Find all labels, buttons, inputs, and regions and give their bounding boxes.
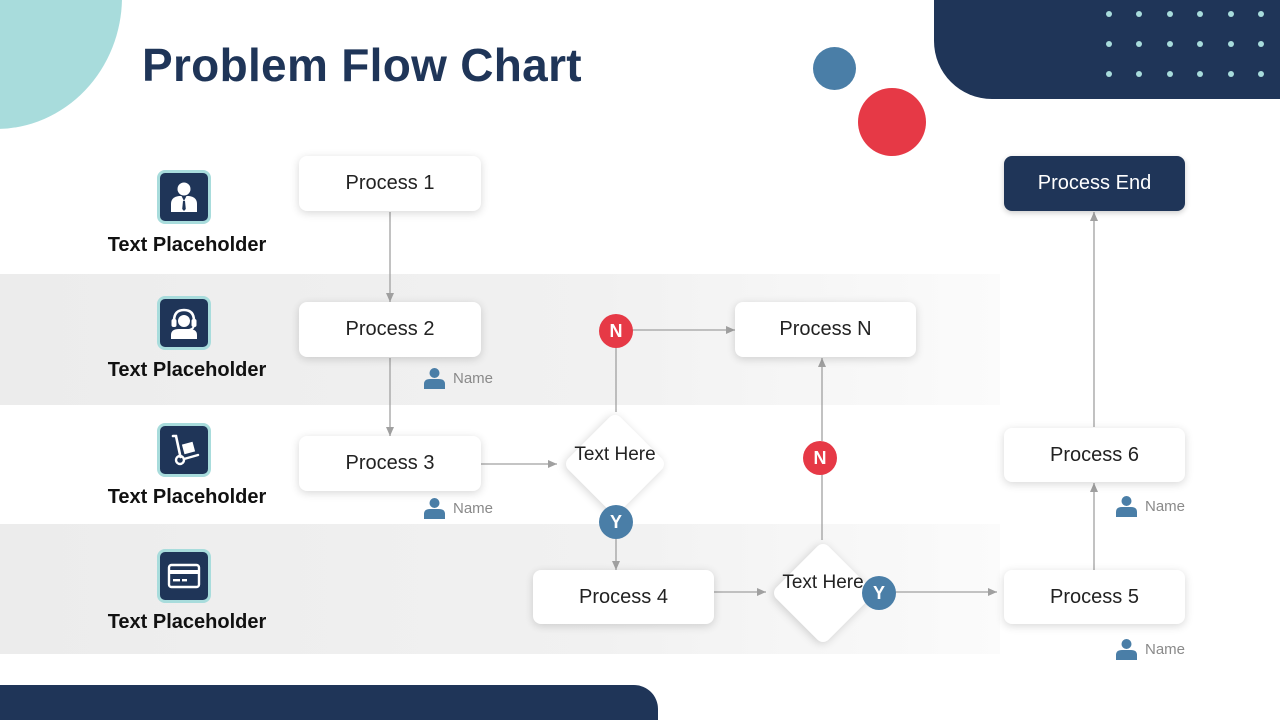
owner-tag-process-6: Name [1116, 495, 1185, 517]
lane-label-3: Text Placeholder [107, 486, 267, 508]
owner-tag-process-2: Name [424, 367, 493, 389]
decorative-red-circle [858, 88, 926, 156]
decorative-dot [1166, 41, 1173, 47]
decorative-dot [1166, 71, 1173, 77]
businessman-icon [157, 170, 211, 224]
owner-name: Name [453, 369, 494, 387]
decorative-dot [1197, 11, 1204, 17]
process-5-box: Process 5 [1004, 570, 1185, 624]
decorative-dot [1227, 11, 1234, 17]
decision-1-text: Text Here [574, 444, 656, 465]
decorative-dot [1136, 71, 1143, 77]
decorative-dot [1227, 71, 1234, 77]
decorative-dot [1136, 41, 1143, 47]
lane-label-2: Text Placeholder [107, 359, 267, 381]
decision-1-no-badge: N [599, 314, 633, 348]
decorative-dot [1197, 41, 1204, 47]
process-2-box: Process 2 [299, 302, 481, 357]
decorative-dot [1258, 71, 1264, 77]
process-6-box: Process 6 [1004, 428, 1185, 482]
decorative-dot [1258, 41, 1264, 47]
process-3-box: Process 3 [299, 436, 481, 491]
decision-1-yes-badge: Y [599, 505, 633, 539]
owner-tag-process-3: Name [424, 497, 493, 519]
process-n-box: Process N [735, 302, 916, 357]
hand-truck-icon [157, 423, 211, 477]
process-end-box: Process End [1004, 156, 1185, 211]
page-title: Problem Flow Chart [142, 39, 582, 91]
headset-agent-icon [157, 296, 211, 350]
person-icon [1116, 639, 1137, 660]
process-1-box: Process 1 [299, 156, 481, 211]
decorative-dot [1166, 11, 1173, 17]
decorative-dot [1106, 11, 1112, 17]
decorative-dot [1258, 11, 1264, 17]
process-4-box: Process 4 [533, 570, 714, 624]
decorative-bottom-bar [0, 685, 658, 720]
decorative-dot [1106, 41, 1112, 47]
decorative-blue-circle [813, 47, 856, 90]
person-icon [424, 368, 445, 389]
decision-2-text: Text Here [782, 572, 864, 593]
decorative-dot [1136, 11, 1143, 17]
decorative-dot [1197, 71, 1204, 77]
person-icon [1116, 496, 1137, 517]
owner-name: Name [1145, 497, 1186, 515]
decision-2-no-badge: N [803, 441, 837, 475]
decorative-dot [1106, 71, 1112, 77]
credit-card-icon [157, 549, 211, 603]
decorative-dot [1227, 41, 1234, 47]
person-icon [424, 498, 445, 519]
decision-2-yes-badge: Y [862, 576, 896, 610]
owner-name: Name [453, 499, 494, 517]
owner-name: Name [1145, 640, 1186, 658]
owner-tag-process-5: Name [1116, 638, 1185, 660]
lane-label-1: Text Placeholder [107, 234, 267, 256]
lane-label-4: Text Placeholder [107, 611, 267, 633]
